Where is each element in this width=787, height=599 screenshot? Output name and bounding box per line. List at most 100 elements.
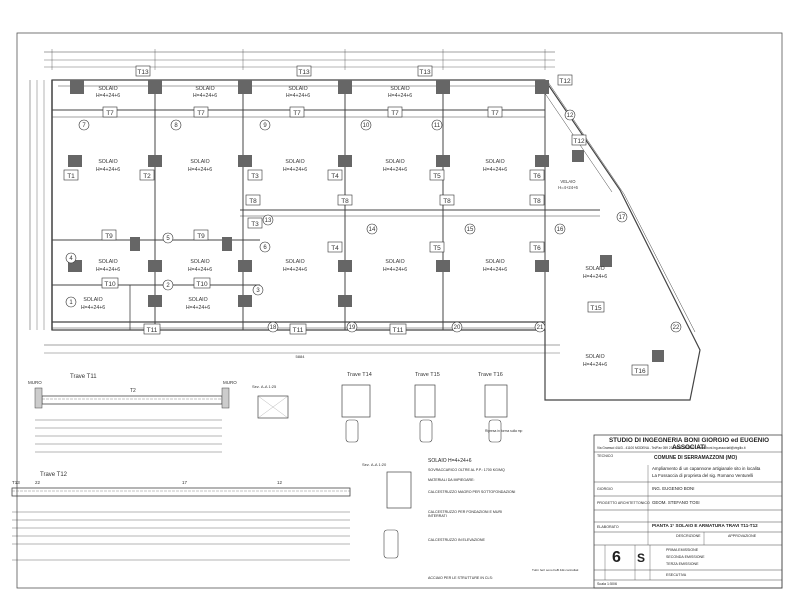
svg-text:2: 2: [166, 283, 170, 289]
trave-t11-title: Trave T11: [70, 374, 97, 380]
svg-text:12: 12: [567, 113, 574, 119]
slab-label-j: SOLAIO: [485, 259, 504, 265]
svg-text:19: 19: [349, 325, 356, 331]
beam-sections: Trave T14 Trave T15 Trave T16 Ripresa in…: [341, 372, 523, 443]
beam-tag-t6-2: T6: [529, 241, 545, 253]
svg-text:T5: T5: [433, 173, 441, 180]
mat-materiali: MATERIALI DA IMPIEGARE:: [428, 478, 475, 482]
trave-t12-title: Trave T12: [40, 472, 68, 478]
beam-tag-t9-1: T9: [101, 229, 117, 241]
node-12: 12: [564, 109, 576, 121]
svg-text:T2: T2: [143, 173, 151, 180]
svg-text:T4: T4: [331, 245, 339, 252]
elaborato-label: ELABORATO: [597, 525, 619, 529]
slab-spec-n: H=4+24+6: [583, 362, 607, 368]
slab-spec-g: H=4+24+6: [188, 267, 212, 273]
slab-spec-h: H=4+24+6: [283, 267, 307, 273]
svg-text:T11: T11: [393, 327, 404, 334]
beam-tag-t3-2: T3: [247, 217, 263, 229]
ripresa-note: Ripresa in forma sulla mp: [485, 429, 523, 433]
beam-tag-t7-4: T7: [387, 106, 403, 118]
slab-label-e: SOLAIO: [485, 159, 504, 165]
svg-text:T7: T7: [491, 110, 499, 117]
node-17-label: 17: [182, 480, 188, 485]
sez-aa2-label: Sez. A-A 1:20: [362, 462, 387, 467]
beam-tag-t5-2: T5: [429, 241, 445, 253]
slab-spec-d: H=4+24+6: [383, 167, 407, 173]
t2-label: T2: [130, 388, 136, 394]
vel-spec: H=4+24+6: [558, 185, 578, 190]
beam-tag-t2: T2: [139, 169, 155, 181]
trave-t15-title: Trave T15: [415, 372, 440, 378]
node-8: 8: [170, 119, 182, 131]
comune-label: COMUNE DI SERRAMAZZONI (MO): [654, 455, 738, 461]
svg-text:T8: T8: [249, 198, 257, 205]
slab-label-upper-3: SOLAIO: [288, 86, 307, 92]
beam-tag-t7-1: T7: [102, 106, 118, 118]
trave-t16-title: Trave T16: [478, 372, 503, 378]
beam-tag-t6: T6: [529, 169, 545, 181]
svg-text:9: 9: [263, 123, 267, 129]
beam-tag-t13-2: T13: [296, 65, 312, 77]
mat-cls-elev: CALCESTRUZZO IN ELEVAZIONE: [428, 538, 485, 542]
svg-text:14: 14: [369, 227, 376, 233]
beam-tag-t13-1: T13: [135, 65, 151, 77]
node-4: 4: [65, 252, 77, 264]
slab-spec-i: H=4+24+6: [383, 267, 407, 273]
mat-cls-magro: CALCESTRUZZO MAGRO PER SOTTOFONDAZIONI: [428, 490, 516, 494]
node-2: 2: [162, 279, 174, 291]
sheet-border: [16, 32, 783, 589]
node-10: 10: [360, 119, 372, 131]
node-22-label: 22: [35, 480, 41, 485]
beam-tag-t8-2: T8: [337, 194, 353, 206]
svg-text:11: 11: [434, 123, 441, 129]
slab-label-h: SOLAIO: [285, 259, 304, 265]
slab-label-k: SOLAIO: [585, 266, 604, 272]
slab-spec-b: H=4+24+6: [188, 167, 212, 173]
beam-tag-t5: T5: [429, 169, 445, 181]
title-block-frame: [593, 434, 783, 589]
svg-text:20: 20: [454, 325, 461, 331]
slab-spec-c: H=4+24+6: [283, 167, 307, 173]
slab-spec-upper-1: H=4+24+6: [96, 93, 120, 99]
beam-tag-t4: T4: [327, 169, 343, 181]
svg-text:T4: T4: [331, 173, 339, 180]
beam-tag-t10-1: T10: [101, 277, 119, 289]
node-13: 13: [262, 214, 274, 226]
node-12-label: 12: [277, 480, 283, 485]
serie-letter: S: [637, 551, 646, 565]
slab-label-g: SOLAIO: [190, 259, 209, 265]
beam-tag-t7-2: T7: [193, 106, 209, 118]
slab-spec-upper-4: H=4+24+6: [388, 93, 412, 99]
slab-spec-m: H=4+24+6: [186, 305, 210, 311]
svg-text:5: 5: [166, 236, 170, 242]
svg-text:T15: T15: [590, 305, 602, 312]
svg-text:16: 16: [557, 227, 564, 233]
beam-detail-t11: Trave T11 MURO MURO T2: [28, 374, 237, 453]
beam-tag-t8-3: T8: [439, 194, 455, 206]
t13-label: T13: [12, 480, 20, 485]
node-5: 5: [162, 232, 174, 244]
mat-acciaio: ACCIAIO PER LE STRUTTURE IN CLS:: [428, 576, 493, 580]
svg-text:6: 6: [263, 245, 267, 251]
section-a-a-2: Sez. A-A 1:20: [362, 462, 412, 559]
architect-name: GEOM. STEFANO TOSI: [652, 500, 700, 505]
studio-address: Via Gramsci 4/A/3 - 41100 MODENA - Tel/F…: [597, 446, 746, 450]
node-6: 6: [259, 241, 271, 253]
node-1: 1: [65, 296, 77, 308]
beam-tag-t7-3: T7: [289, 106, 305, 118]
studio-name: STUDIO DI INGEGNERIA BONI GIORGIO ed EUG…: [608, 437, 769, 451]
svg-text:13: 13: [265, 218, 272, 224]
node-20: 20: [451, 321, 463, 333]
slab-label-n: SOLAIO: [585, 354, 604, 360]
svg-text:T11: T11: [147, 327, 158, 334]
svg-text:22: 22: [673, 325, 680, 331]
svg-text:T7: T7: [197, 110, 205, 117]
rev-item-4: ESECUTIVA: [666, 573, 687, 577]
svg-text:T13: T13: [419, 69, 431, 76]
total-dimension: 5884: [296, 354, 306, 359]
tecnico-label: TECNICO: [597, 454, 614, 458]
svg-text:T3: T3: [251, 221, 259, 228]
slab-label-upper-1: SOLAIO: [98, 86, 117, 92]
mat-cls-fond: CALCESTRUZZO PER FONDAZIONI E MURI INTER…: [428, 510, 503, 518]
